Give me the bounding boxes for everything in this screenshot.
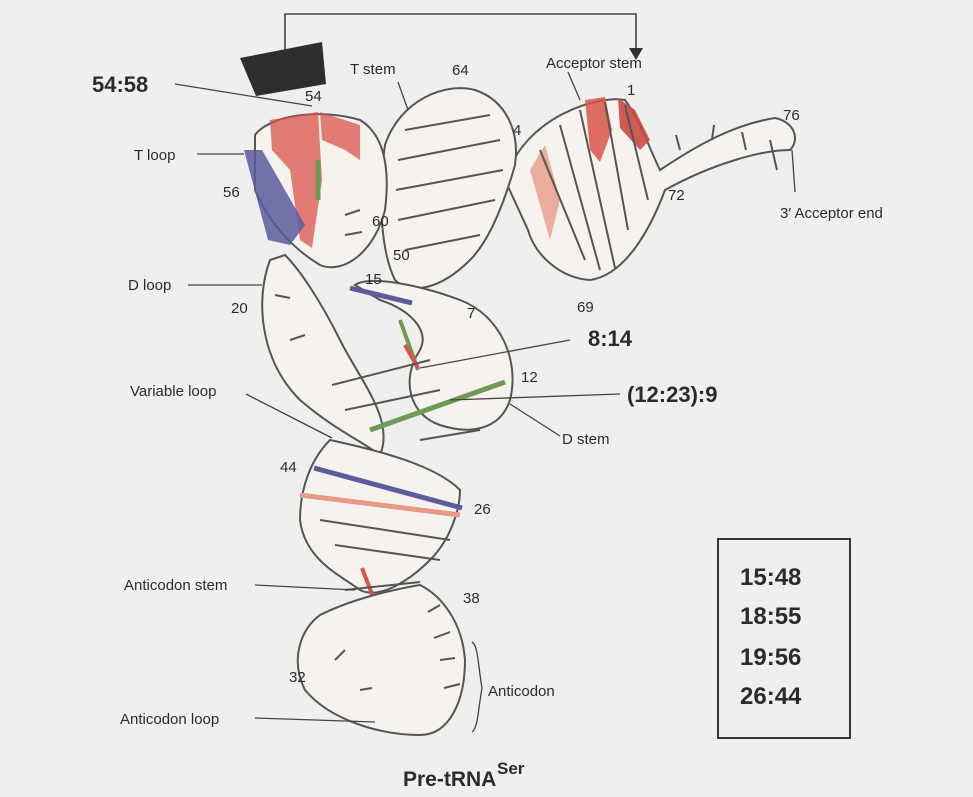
label-t-stem: T stem	[350, 61, 396, 78]
pos-44: 44	[280, 459, 297, 476]
pos-76: 76	[783, 107, 800, 124]
title-superscript: Ser	[497, 759, 525, 778]
pos-4: 4	[513, 122, 521, 139]
label-t-loop: T loop	[134, 147, 175, 164]
pos-32: 32	[289, 669, 306, 686]
label-variable-loop: Variable loop	[130, 383, 216, 400]
pos-60: 60	[372, 213, 389, 230]
pos-20: 20	[231, 300, 248, 317]
label-acceptor-stem: Acceptor stem	[546, 55, 642, 72]
pos-54: 54	[305, 88, 322, 105]
pos-38: 38	[463, 590, 480, 607]
interaction-54-58: 54:58	[92, 72, 148, 97]
interaction-12-23-9: (12:23):9	[627, 382, 717, 407]
legend-entry: 18:55	[740, 603, 801, 630]
pos-64: 64	[452, 62, 469, 79]
pos-50: 50	[393, 247, 410, 264]
anticodon-loop	[298, 585, 465, 735]
legend-entry: 26:44	[740, 683, 802, 710]
pos-26: 26	[474, 501, 491, 518]
d-arm	[262, 255, 512, 455]
legend-entry: 15:48	[740, 564, 801, 591]
label-anticodon-loop: Anticodon loop	[120, 711, 219, 728]
title-main: Pre-tRNA	[403, 768, 496, 791]
label-d-loop: D loop	[128, 277, 171, 294]
interaction-8-14: 8:14	[588, 326, 633, 351]
label-anticodon: Anticodon	[488, 683, 555, 700]
pos-56: 56	[223, 184, 240, 201]
top-arrow	[285, 14, 643, 60]
figure-title: Pre-tRNA Ser	[403, 759, 525, 791]
pos-12: 12	[521, 369, 538, 386]
pos-15: 15	[365, 271, 382, 288]
t-loop	[244, 112, 387, 267]
label-anticodon-stem: Anticodon stem	[124, 577, 227, 594]
pos-72: 72	[668, 187, 685, 204]
pos-1: 1	[627, 82, 635, 99]
label-acceptor-end: 3′ Acceptor end	[780, 205, 883, 222]
acceptor-stem-arm	[505, 97, 795, 280]
pos-7: 7	[467, 305, 475, 322]
label-d-stem: D stem	[562, 431, 610, 448]
legend-entry: 19:56	[740, 644, 801, 671]
pos-69: 69	[577, 299, 594, 316]
anticodon-stem	[300, 440, 462, 602]
